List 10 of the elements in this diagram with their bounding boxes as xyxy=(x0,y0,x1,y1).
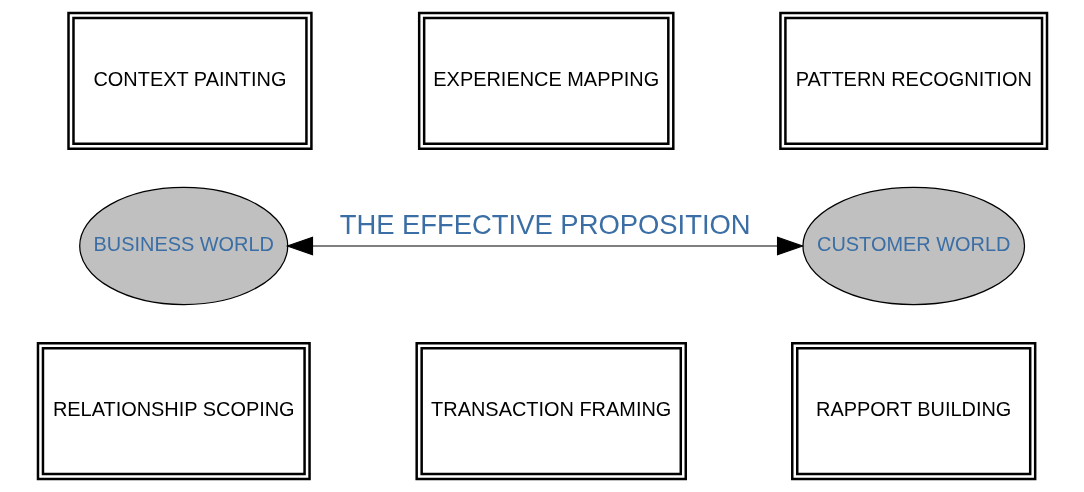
node-ellipse: CUSTOMER WORLD xyxy=(801,186,1025,306)
node-box: EXPERIENCE MAPPING xyxy=(417,11,675,151)
node-box: RELATIONSHIP SCOPING xyxy=(36,341,311,481)
node-box: PATTERN RECOGNITION xyxy=(778,11,1048,151)
edge-label: THE EFFECTIVE PROPOSITION xyxy=(339,209,751,241)
node-box: CONTEXT PAINTING xyxy=(66,11,313,151)
arrow xyxy=(285,236,804,256)
node-box: TRANSACTION FRAMING xyxy=(414,341,687,481)
node-ellipse: BUSINESS WORLD xyxy=(78,186,288,306)
node-box: RAPPORT BUILDING xyxy=(790,341,1036,481)
